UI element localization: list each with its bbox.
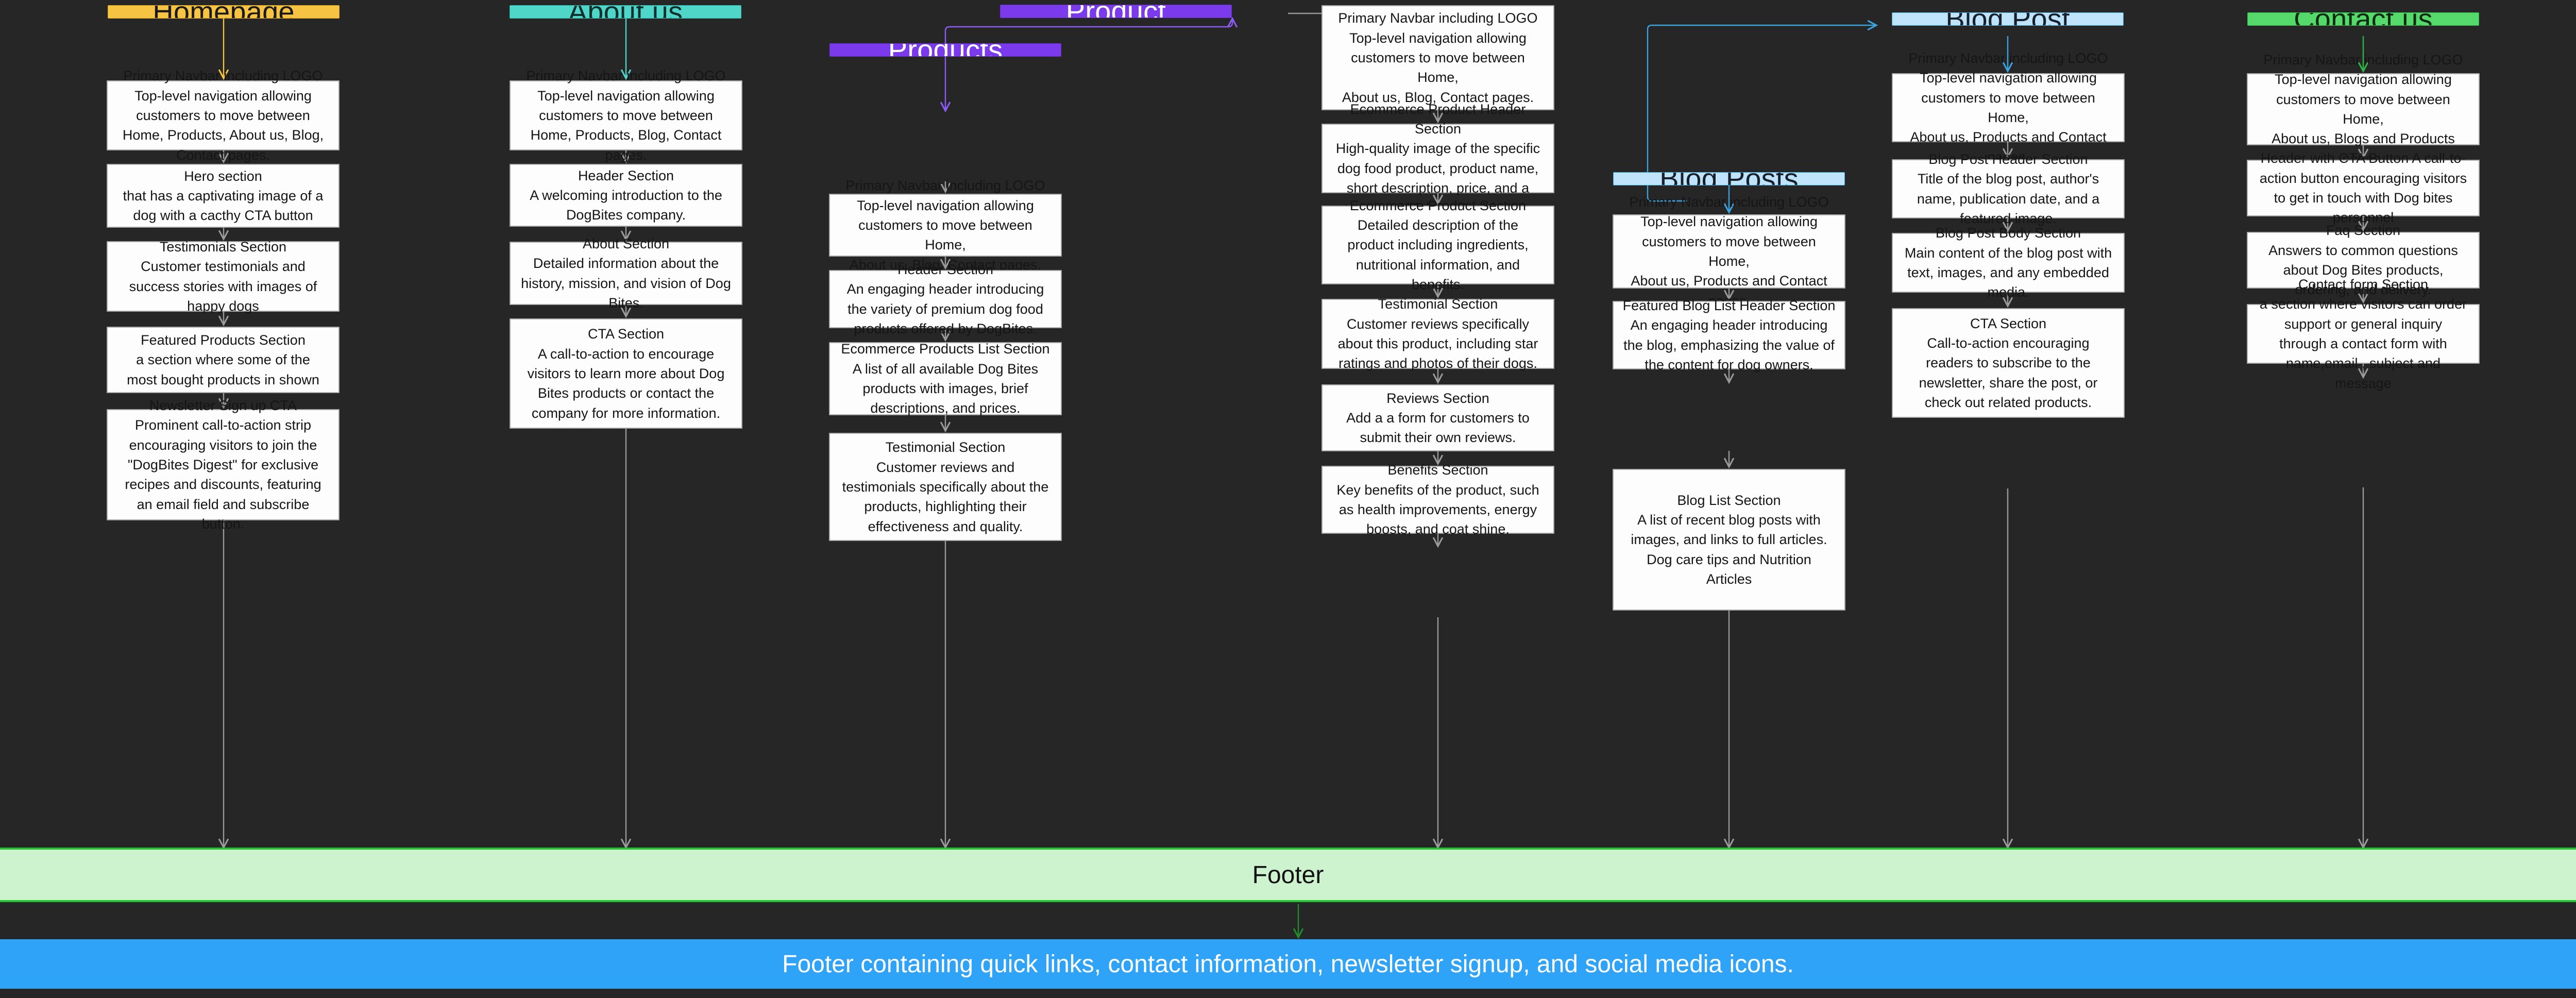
card-blogpost-navbar[interactable]: Primary Navbar including LOGO Top-level … — [1892, 50, 2125, 165]
card-contact-header-cta[interactable]: Header with CTA Button A call-to- action… — [2247, 150, 2480, 225]
card-homepage-testimonials[interactable]: Testimonials Section Customer testimonia… — [107, 239, 340, 314]
card-about-section[interactable]: About Section Detailed information about… — [510, 236, 742, 311]
card-product-navbar[interactable]: Primary Navbar including LOGO Top-level … — [1321, 5, 1554, 110]
card-blogpost-cta[interactable]: CTA Section Call-to-action encouraging r… — [1892, 308, 2125, 418]
header-homepage[interactable]: Homepage — [108, 5, 340, 19]
header-contact-us[interactable]: Contact us — [2247, 12, 2479, 26]
card-products-testimonial[interactable]: Testimonial Section Customer reviews and… — [829, 433, 1062, 541]
card-blogposts-blog-list[interactable]: Blog List Section A list of recent blog … — [1613, 469, 1845, 611]
card-about-cta[interactable]: CTA Section A call-to-action to encourag… — [510, 318, 742, 429]
card-product-benefits[interactable]: Benefits Section Key benefits of the pro… — [1321, 462, 1554, 537]
card-homepage-hero[interactable]: Hero section that has a captivating imag… — [107, 164, 340, 228]
header-blog-posts[interactable]: Blog Posts — [1613, 172, 1845, 185]
card-product-header-section[interactable]: Ecommerce Product Header Section High-qu… — [1321, 102, 1554, 215]
card-homepage-newsletter-cta[interactable]: Newsletter Sign up CTA Prominent call-to… — [107, 398, 340, 532]
header-product[interactable]: Product — [1000, 5, 1232, 18]
card-blogpost-body-section[interactable]: Blog Post Body Section Main content of t… — [1892, 225, 2125, 300]
card-product-reviews[interactable]: Reviews Section Add a a form for custome… — [1321, 384, 1554, 451]
card-contact-form[interactable]: Contact form Section a section where vis… — [2247, 277, 2480, 391]
header-products[interactable]: Products — [829, 43, 1061, 57]
card-product-testimonial[interactable]: Testimonial Section Customer reviews spe… — [1321, 296, 1554, 371]
card-blogposts-featured-header[interactable]: Featured Blog List Header Section An eng… — [1613, 298, 1845, 373]
card-homepage-featured-products[interactable]: Featured Products Section a section wher… — [107, 327, 340, 393]
card-products-header-section[interactable]: Header Section An engaging header introd… — [829, 262, 1062, 336]
card-about-navbar[interactable]: Primary Navbar including LOGO Top-level … — [510, 68, 742, 163]
card-homepage-navbar[interactable]: Primary Navbar including LOGO Top-level … — [107, 68, 340, 163]
header-blog-post[interactable]: Blog Post — [1892, 12, 2124, 26]
card-products-navbar[interactable]: Primary Navbar including LOGO Top-level … — [829, 178, 1062, 273]
card-products-list-section[interactable]: Ecommerce Products List Section A list o… — [829, 341, 1062, 416]
card-contact-navbar[interactable]: Primary Navbar including LOGO Top-level … — [2247, 52, 2480, 166]
footer-description-band[interactable]: Footer containing quick links, contact i… — [0, 939, 2576, 989]
footer-band[interactable]: Footer — [0, 848, 2576, 902]
card-about-header-section[interactable]: Header Section A welcoming introduction … — [510, 164, 742, 227]
card-blogposts-navbar[interactable]: Primary Navbar including LOGO Top-level … — [1613, 194, 1845, 309]
header-about-us[interactable]: About us — [510, 5, 741, 19]
card-product-section[interactable]: Ecommerce Product Section Detailed descr… — [1321, 198, 1554, 292]
card-blogpost-header-section[interactable]: Blog Post Header Section Title of the bl… — [1892, 151, 2125, 226]
